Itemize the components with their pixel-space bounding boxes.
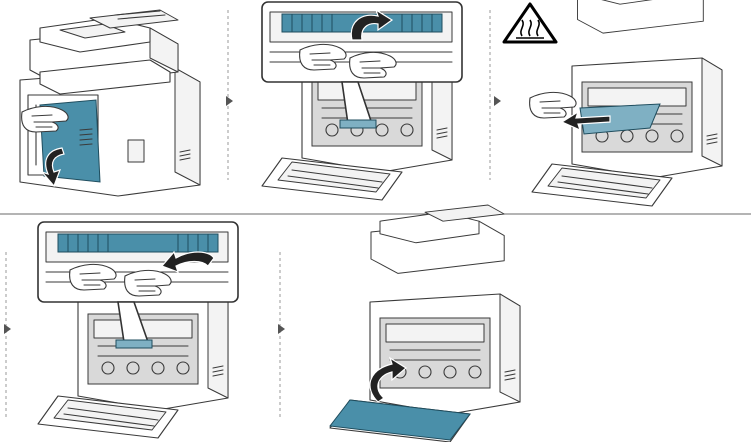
printer-top-scanner (370, 204, 505, 274)
step-3-remove-paper (502, 0, 723, 207)
lever-highlight (339, 119, 377, 129)
lower-arrow-icon (160, 250, 215, 274)
printer-top-scanner (577, 0, 704, 34)
hot-surface-warning-icon (502, 2, 558, 44)
jammed-paper (579, 103, 661, 135)
close-arrow-icon (369, 356, 408, 403)
triangle-right-icon (226, 96, 233, 106)
open-arrow-icon (40, 147, 65, 188)
step-5-close-rear-cover (278, 204, 521, 442)
step-4-lower-lever (4, 221, 239, 439)
triangle-right-icon (278, 324, 285, 334)
printer-rear-view (531, 57, 723, 207)
triangle-right-icon (494, 96, 501, 106)
hand-icon (529, 91, 577, 119)
side-cover-grille (79, 128, 93, 146)
rear-cover-highlight (329, 399, 471, 441)
pull-arrow-icon (560, 110, 611, 132)
step-2-lift-lever (261, 1, 463, 201)
triangle-right-icon (4, 324, 11, 334)
lift-arrow-icon (350, 8, 394, 41)
lever-highlight (115, 339, 153, 349)
step-1-open-side-cover (19, 9, 201, 197)
